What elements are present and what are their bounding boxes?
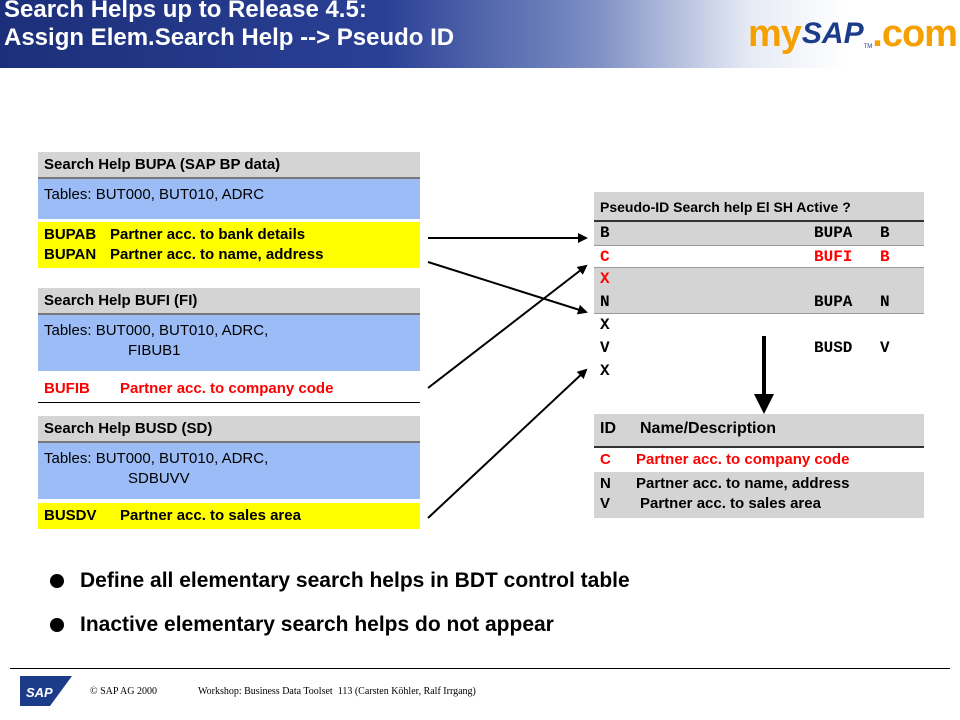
- bullet-dot-icon: [50, 574, 64, 588]
- table-row: X: [594, 360, 924, 383]
- search-help-tables: Tables: BUT000, BUT010, ADRC, SDBUVV: [44, 450, 269, 487]
- slide-footer: SAP © SAP AG 2000 Workshop: Business Dat…: [10, 668, 950, 712]
- workshop-caption: Workshop: Business Data Toolset 113 (Car…: [198, 686, 476, 697]
- search-help-bupa: Search Help BUPA (SAP BP data) Tables: B…: [38, 152, 420, 268]
- search-help-tables: Tables: BUT000, BUT010, ADRC, FIBUB1: [44, 322, 269, 359]
- logo-com: .com: [872, 13, 958, 55]
- bullet-list: Define all elementary search helps in BD…: [50, 566, 630, 654]
- svg-text:SAP: SAP: [26, 685, 53, 700]
- bullet-item: Define all elementary search helps in BD…: [50, 566, 630, 610]
- logo-sap: SAP: [801, 17, 864, 50]
- arrow-bupan-to-n: [427, 261, 588, 315]
- slide-title: Search Helps up to Release 4.5: Assign E…: [4, 0, 454, 52]
- mysap-logo: my SAP TM .com: [748, 13, 958, 55]
- arrow-bufib-to-c: [427, 264, 588, 389]
- table-row: X: [594, 268, 924, 291]
- logo-tm: TM: [863, 44, 873, 50]
- search-help-title: Search Help BUPA (SAP BP data): [38, 152, 420, 179]
- slide-header: Search Helps up to Release 4.5: Assign E…: [0, 0, 960, 68]
- search-help-title: Search Help BUSD (SD): [38, 416, 420, 443]
- footer-divider: [10, 668, 950, 669]
- search-help-busd: Search Help BUSD (SD) Tables: BUT000, BU…: [38, 416, 420, 529]
- pseudo-id-table-header: Pseudo-ID Search help El SH Active ?: [594, 192, 924, 222]
- sap-logo-icon: SAP: [20, 676, 72, 706]
- bullet-dot-icon: [50, 618, 64, 632]
- search-help-tables: Tables: BUT000, BUT010, ADRC: [44, 186, 265, 203]
- search-help-title: Search Help BUFI (FI): [38, 288, 420, 315]
- search-help-bufi: Search Help BUFI (FI) Tables: BUT000, BU…: [38, 288, 420, 403]
- bullet-item: Inactive elementary search helps do not …: [50, 610, 630, 654]
- title-line-2: Assign Elem.Search Help --> Pseudo ID: [4, 24, 455, 51]
- copyright-text: © SAP AG 2000: [90, 686, 157, 697]
- arrow-busdv-to-v: [427, 368, 588, 519]
- table-row: X: [594, 314, 924, 337]
- title-line-1: Search Helps up to Release 4.5:: [4, 0, 367, 23]
- logo-my: my: [748, 13, 802, 55]
